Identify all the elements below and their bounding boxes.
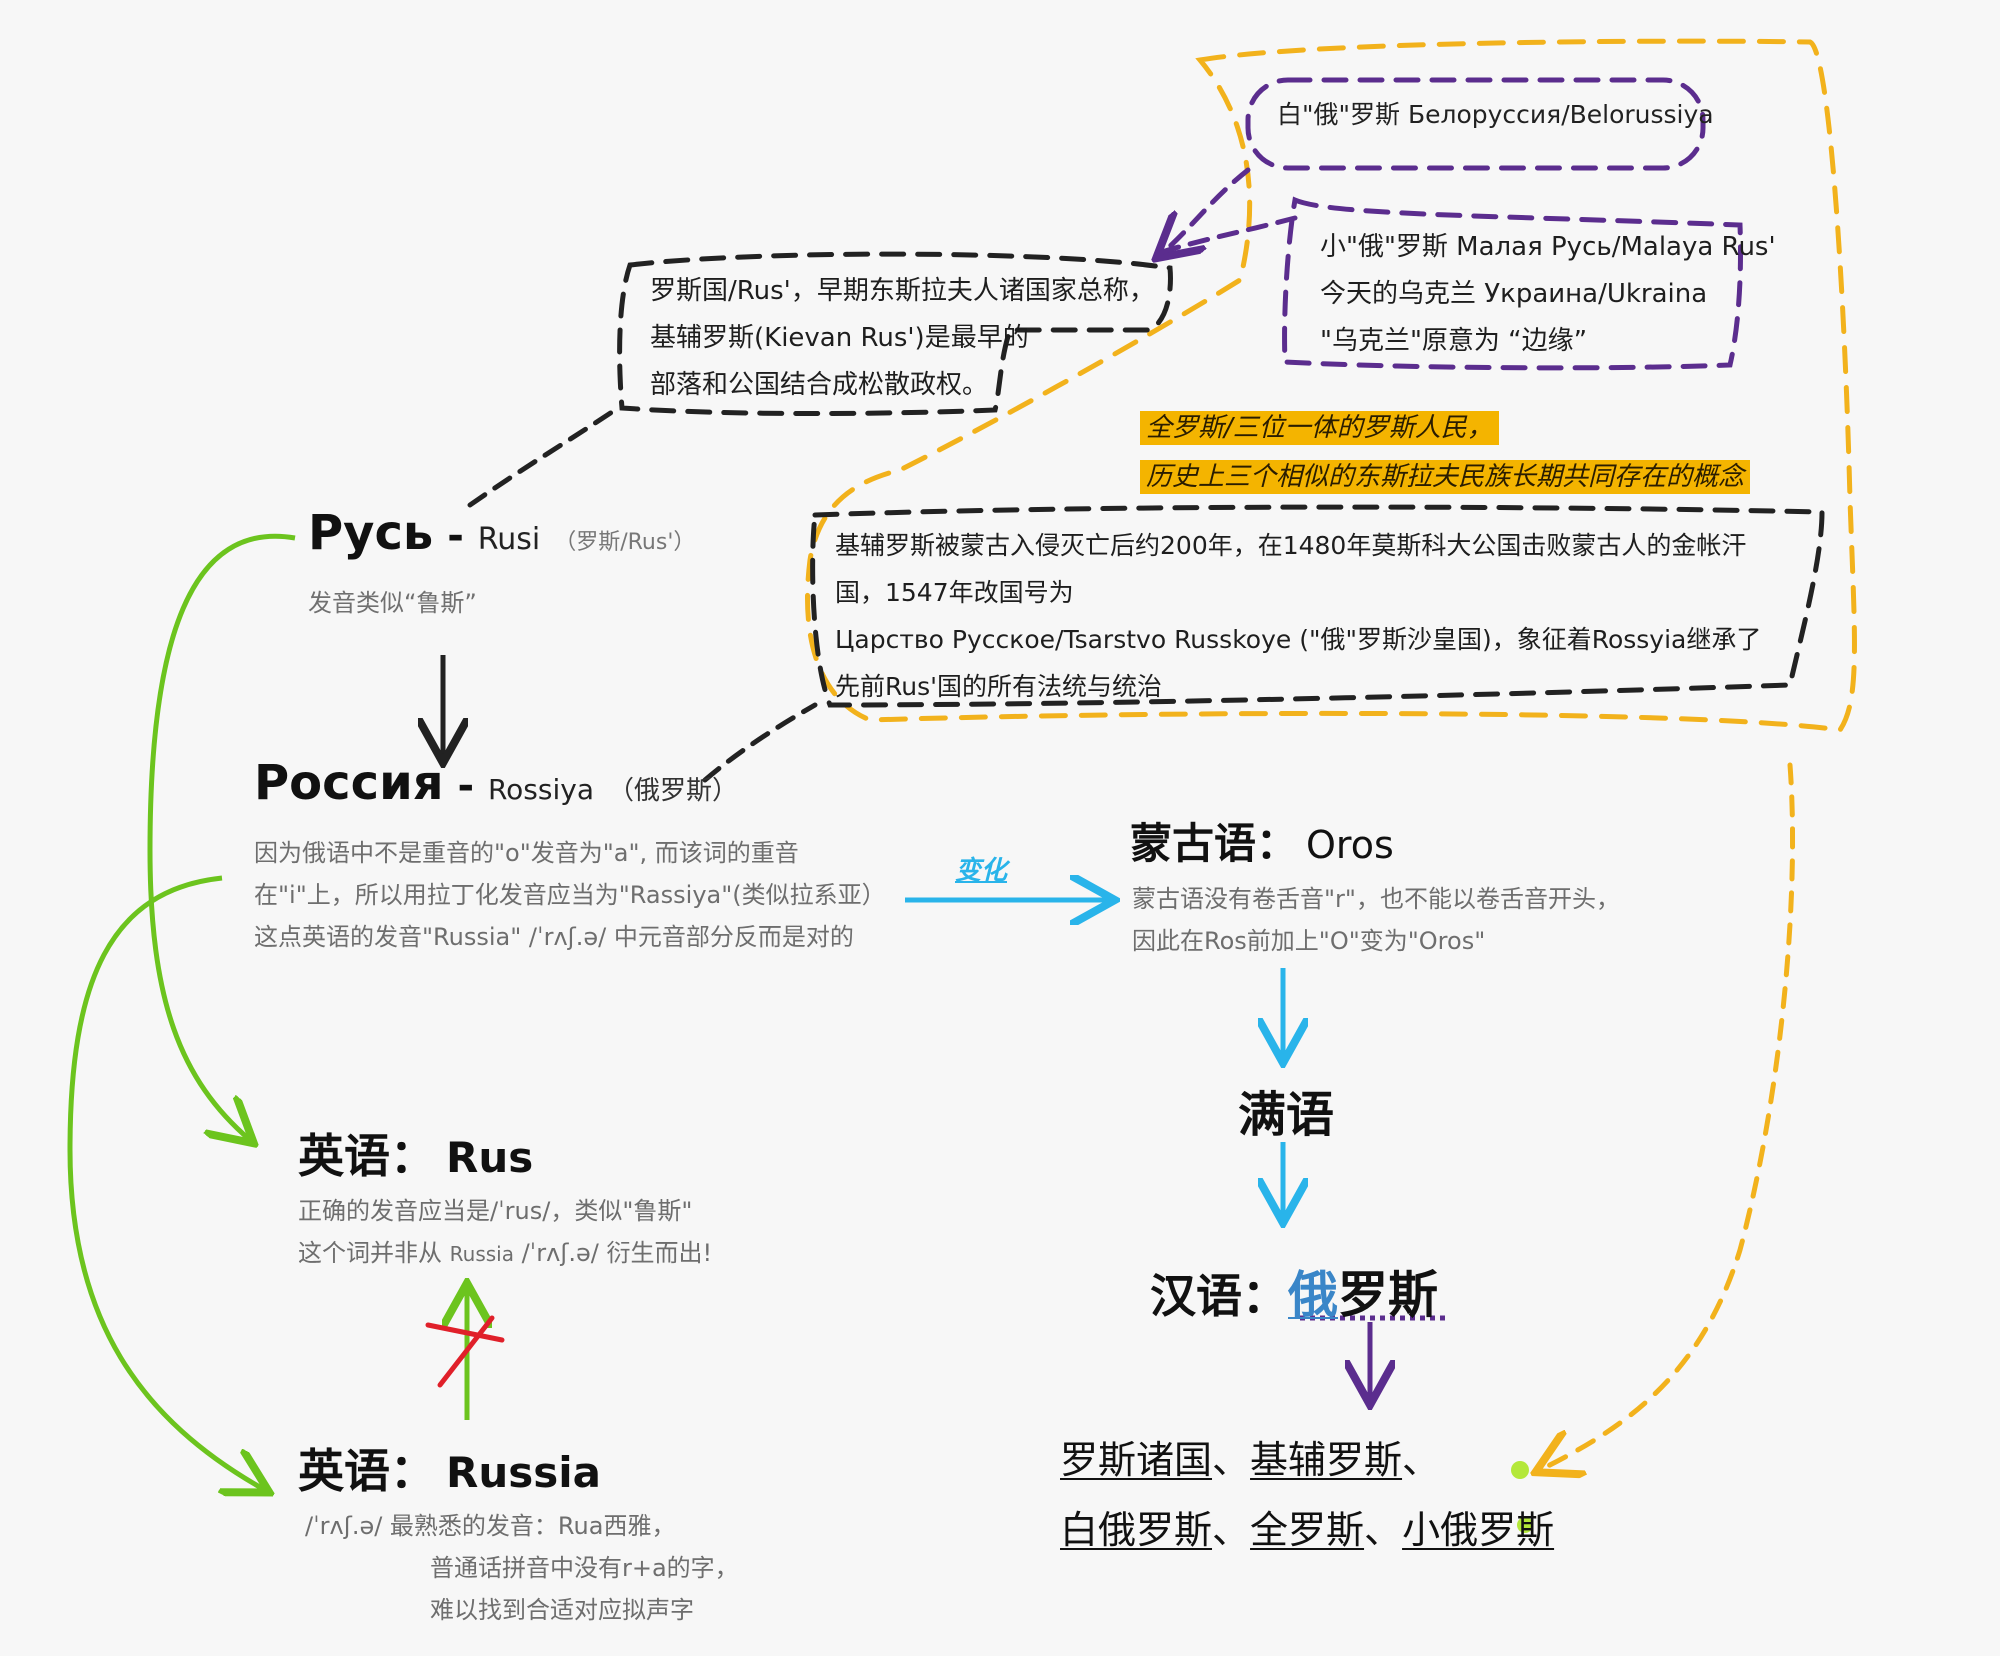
name-item: 白俄罗斯 bbox=[1060, 1508, 1213, 1552]
ukraine-to-kievan-connector bbox=[1159, 215, 1298, 255]
kievan-line: 基辅罗斯(Kievan Rus')是最早的 bbox=[650, 323, 1029, 353]
rossiya-dash: - bbox=[443, 763, 488, 809]
belarus-box-outline bbox=[1245, 77, 1706, 171]
rus-to-kievan-connector bbox=[467, 407, 618, 508]
mongolian-line: 蒙古语没有卷舌音"r"，也不能以卷舌音开头， bbox=[1132, 885, 1620, 913]
rossiya-explanation: 因为俄语中不是重音的"o"发音为"a", 而该词的重音 在"i"上，所以用拉丁化… bbox=[254, 832, 886, 958]
english-russia-title: 英语： bbox=[298, 1444, 436, 1498]
chinese-title: 汉语： bbox=[1150, 1269, 1288, 1323]
rossiya-heading: Россия - Rossiya （俄罗斯） bbox=[254, 755, 738, 811]
manchu-title: 满语 bbox=[1238, 1087, 1335, 1143]
rossiya-title: Россия bbox=[254, 755, 444, 811]
all-russia-group-outline bbox=[805, 38, 1857, 733]
kievan-line: 部落和公国结合成松散政权。 bbox=[650, 370, 989, 400]
ukraine-line: 小"俄"罗斯 Малая Русь/Malaya Rus' bbox=[1320, 232, 1776, 262]
rossiya-translit: Rossiya bbox=[487, 773, 594, 806]
rus-translit: Rusi bbox=[477, 522, 541, 557]
english-rus-line-1: 正确的发音应当是/ˈrus/，类似"鲁斯" bbox=[298, 1197, 693, 1225]
english-rus-line-2-part: 这个词并非从 bbox=[298, 1239, 450, 1267]
english-rus-heading: 英语：Rus bbox=[298, 1120, 533, 1186]
english-russia-line: 普通话拼音中没有r+a的字， bbox=[430, 1554, 739, 1582]
all-russia-line: 历史上三个相似的东斯拉夫民族长期共同存在的概念 bbox=[1140, 460, 1751, 494]
all-russia-note: 全罗斯/三位一体的罗斯人民， 历史上三个相似的东斯拉夫民族长期共同存在的概念 bbox=[1140, 405, 1751, 503]
ukraine-box: 小"俄"罗斯 Малая Русь/Malaya Rus' 今天的乌克兰 Укр… bbox=[1320, 224, 1776, 365]
all-russia-line: 全罗斯/三位一体的罗斯人民， bbox=[1140, 411, 1499, 445]
name-sep: 、 bbox=[1212, 1438, 1251, 1482]
name-sep: 、 bbox=[1212, 1508, 1251, 1552]
tsardom-box-outline bbox=[810, 504, 1825, 708]
all-russia-to-names-arrow bbox=[1540, 762, 1796, 1470]
green-dot-mark-2 bbox=[1517, 1517, 1533, 1533]
related-names: 罗斯诸国、基辅罗斯、 白俄罗斯、全罗斯、小俄罗斯 bbox=[1060, 1425, 1554, 1565]
english-rus-line-2-word: Russia bbox=[449, 1242, 514, 1266]
mongolian-line: 因此在Ros前加上"O"变为"Oros" bbox=[1132, 927, 1486, 955]
rus-dash: - bbox=[433, 513, 478, 559]
name-sep: 、 bbox=[1402, 1438, 1441, 1482]
rossiya-paren: （俄罗斯） bbox=[607, 776, 738, 806]
mongolian-explanation: 蒙古语没有卷舌音"r"，也不能以卷舌音开头， 因此在Ros前加上"O"变为"Or… bbox=[1132, 878, 1620, 962]
english-russia-line: 难以找到合适对应拟声字 bbox=[430, 1596, 694, 1624]
chinese-rest: 罗斯 bbox=[1338, 1266, 1438, 1324]
kievan-rus-box: 罗斯国/Rus'，早期东斯拉夫人诸国家总称， 基辅罗斯(Kievan Rus')… bbox=[650, 268, 1155, 409]
tsardom-box: 基辅罗斯被蒙古入侵灭亡后约200年，在1480年莫斯科大公国击败蒙古人的金帐汗 … bbox=[835, 522, 1761, 710]
english-rus-title: 英语： bbox=[298, 1129, 436, 1183]
english-rus-word: Rus bbox=[446, 1133, 534, 1182]
rus-pronunciation-note: 发音类似“鲁斯” bbox=[308, 589, 477, 617]
ukraine-line: 今天的乌克兰 Украина/Ukraina bbox=[1320, 279, 1708, 309]
english-russia-explanation: /ˈrʌʃ.ə/ 最熟悉的发音：Rua西雅， 普通话拼音中没有r+a的字， 难以… bbox=[305, 1505, 739, 1631]
name-item: 小俄罗斯 bbox=[1402, 1508, 1555, 1552]
belarus-to-kievan-connector bbox=[1160, 167, 1251, 255]
rossiya-line: 在"i"上，所以用拉丁化发音应当为"Rassiya"(类似拉系亚） bbox=[254, 881, 886, 909]
change-label: 变化 bbox=[955, 856, 1008, 886]
name-item: 罗斯诸国 bbox=[1060, 1438, 1213, 1482]
rus-heading: Русь - Rusi （罗斯/Rus'） bbox=[308, 505, 695, 561]
rossiya-to-english-russia-arrow bbox=[67, 875, 265, 1490]
rossiya-line: 这点英语的发音"Russia" /ˈrʌʃ.ə/ 中元音部分反而是对的 bbox=[254, 923, 854, 951]
rus-title: Русь bbox=[308, 505, 434, 561]
name-item: 基辅罗斯 bbox=[1250, 1438, 1403, 1482]
name-sep: 、 bbox=[1364, 1508, 1403, 1552]
rus-to-english-rus-arrow bbox=[147, 533, 296, 1140]
english-rus-line-2-part: /ˈrʌʃ.ə/ 衍生而出! bbox=[513, 1239, 713, 1267]
green-dot-mark bbox=[1511, 1461, 1529, 1479]
english-russia-word: Russia bbox=[446, 1448, 601, 1497]
rossiya-to-tsardom-connector bbox=[702, 702, 818, 783]
mongolian-heading: 蒙古语：Oros bbox=[1130, 810, 1394, 871]
red-cross-mark bbox=[425, 1315, 505, 1388]
chinese-e-char: 俄 bbox=[1288, 1266, 1338, 1324]
english-russia-heading: 英语：Russia bbox=[298, 1435, 601, 1501]
ukraine-line: "乌克兰"原意为 “边缘” bbox=[1320, 326, 1588, 356]
english-rus-explanation: 正确的发音应当是/ˈrus/，类似"鲁斯" 这个词并非从 Russia /ˈrʌ… bbox=[298, 1190, 712, 1275]
mongolian-title: 蒙古语： bbox=[1130, 819, 1299, 868]
belarus-box: 白"俄"罗斯 Белоруссия/Belorussiya bbox=[1277, 100, 1714, 129]
tsardom-line: 国，1547年改国号为 bbox=[835, 578, 1074, 607]
mongolian-word: Oros bbox=[1306, 823, 1394, 867]
name-item: 全罗斯 bbox=[1250, 1508, 1365, 1552]
chinese-heading: 汉语：俄罗斯 bbox=[1150, 1255, 1438, 1327]
tsardom-line: 基辅罗斯被蒙古入侵灭亡后约200年，在1480年莫斯科大公国击败蒙古人的金帐汗 bbox=[835, 531, 1747, 560]
kievan-line: 罗斯国/Rus'，早期东斯拉夫人诸国家总称， bbox=[650, 276, 1155, 306]
tsardom-line: Царство Русское/Tsarstvo Russkoye ("俄"罗斯… bbox=[835, 625, 1762, 654]
english-rus-line-2: 这个词并非从 Russia /ˈrʌʃ.ə/ 衍生而出! bbox=[298, 1232, 712, 1275]
names-line-1: 罗斯诸国、基辅罗斯、 bbox=[1060, 1425, 1554, 1495]
names-line-2: 白俄罗斯、全罗斯、小俄罗斯 bbox=[1060, 1495, 1554, 1565]
ukraine-box-outline bbox=[1282, 196, 1744, 371]
rossiya-line: 因为俄语中不是重音的"o"发音为"a", 而该词的重音 bbox=[254, 839, 799, 867]
kievan-rus-box-outline bbox=[617, 251, 1173, 417]
tsardom-line: 先前Rus'国的所有法统与统治 bbox=[835, 672, 1162, 701]
rus-paren: （罗斯/Rus'） bbox=[554, 530, 696, 555]
english-russia-line: /ˈrʌʃ.ə/ 最熟悉的发音：Rua西雅， bbox=[305, 1512, 676, 1540]
